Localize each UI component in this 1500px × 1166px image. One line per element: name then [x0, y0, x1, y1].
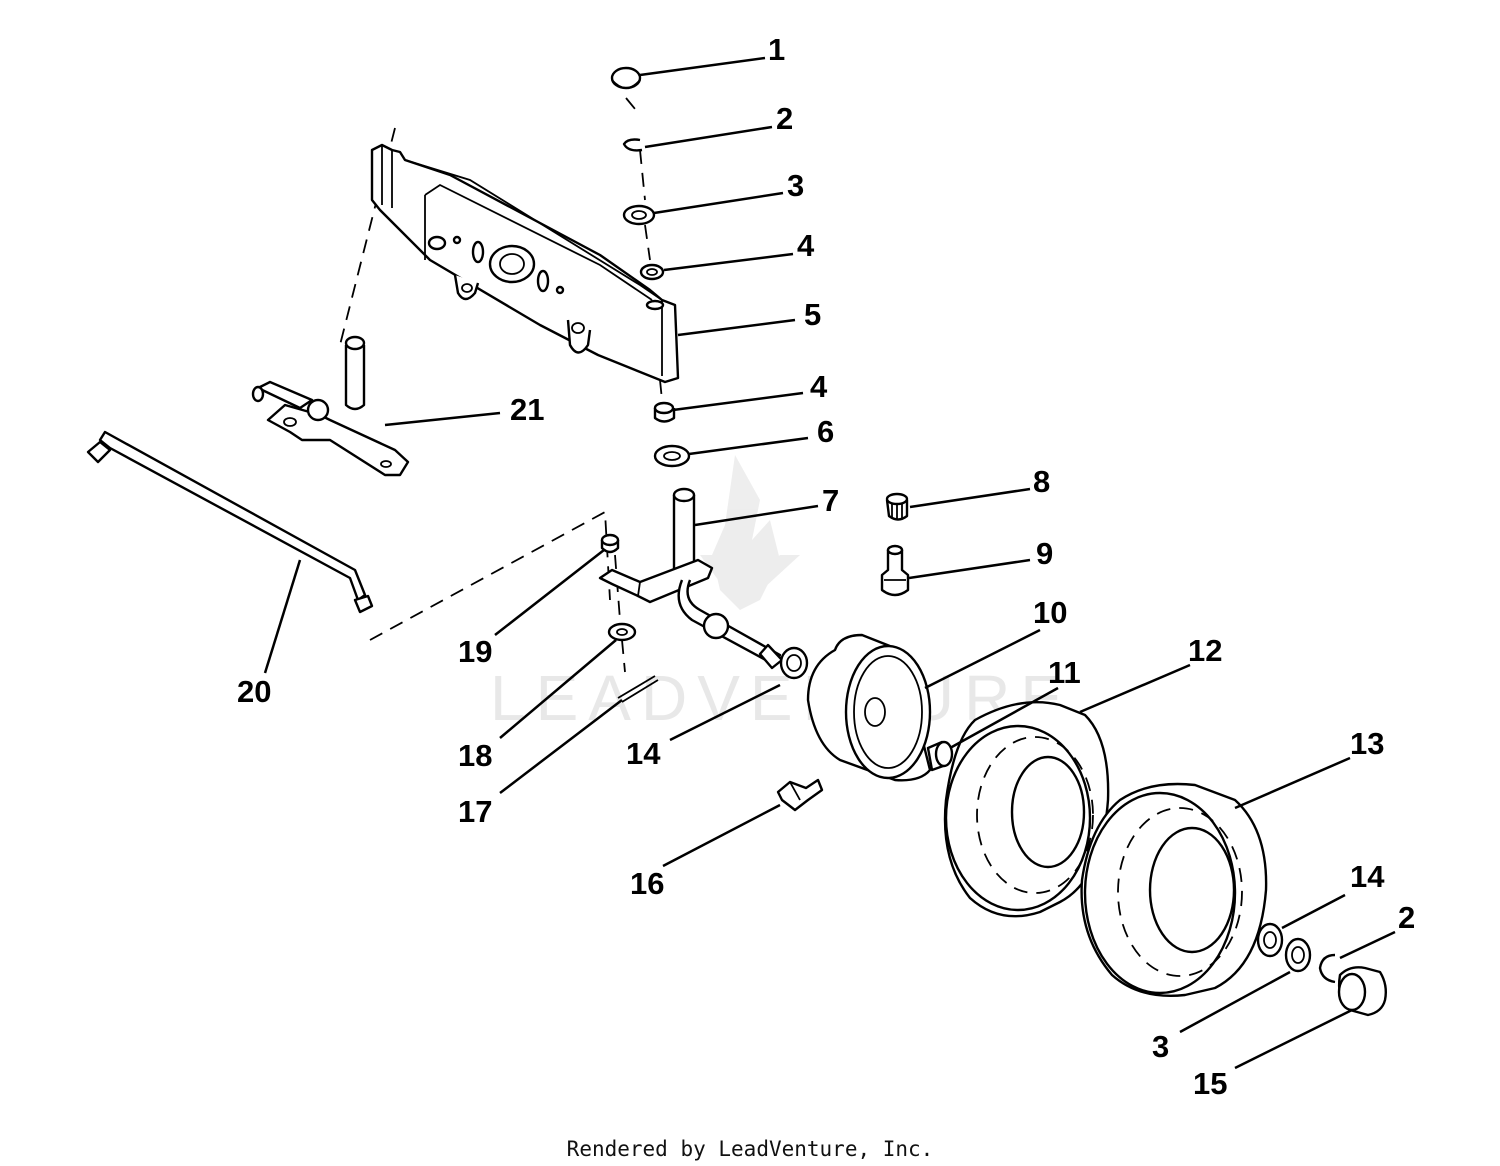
watermark-text: LEADVENTURE: [490, 662, 1073, 734]
callout-11: 11: [1048, 655, 1081, 690]
callout-2-right: 2: [1398, 900, 1415, 935]
part-front-axle-5: [370, 143, 680, 384]
callout-4-bottom: 4: [810, 369, 828, 404]
callout-14-left: 14: [626, 736, 661, 771]
part-nut-19: [600, 533, 620, 554]
callout-2-top: 2: [776, 101, 793, 136]
part-tire-13: [1080, 782, 1268, 997]
callout-1: 1: [768, 32, 785, 67]
callout-12: 12: [1188, 633, 1222, 668]
part-bushing-4-bottom: [653, 401, 676, 423]
callout-16: 16: [630, 866, 664, 901]
callout-17: 17: [458, 794, 492, 829]
part-valve-9: [880, 544, 910, 597]
part-clip-2-top: [622, 138, 643, 152]
part-spindle-7: [598, 487, 784, 670]
part-hub-cap-15: [1337, 966, 1388, 1017]
part-bushing-4-top: [639, 263, 665, 281]
callout-3-top: 3: [787, 168, 804, 203]
callout-18: 18: [458, 738, 492, 773]
callout-6: 6: [817, 414, 834, 449]
callout-labels: 1 2 3 4 5 4 6 7 8 9 10 11 12 13 14 14 2 …: [237, 32, 1415, 1101]
callout-5: 5: [804, 297, 821, 332]
callout-10: 10: [1033, 595, 1067, 630]
part-washer-3-right: [1284, 937, 1312, 973]
callout-3-right: 3: [1152, 1029, 1169, 1064]
part-cap-1: [610, 66, 642, 90]
part-cotter-pin-17: [617, 675, 659, 703]
callout-19: 19: [458, 634, 492, 669]
part-tie-rod-20: [86, 430, 374, 614]
part-spindle-21: [251, 335, 410, 477]
part-bolt-16: [776, 778, 824, 812]
part-tire-12: [943, 700, 1110, 918]
callout-13: 13: [1350, 726, 1384, 761]
footer-credit: Rendered by LeadVenture, Inc.: [567, 1137, 934, 1161]
callout-7: 7: [822, 483, 839, 518]
part-washer-18: [607, 622, 637, 642]
part-wheel-rim-10: [806, 633, 932, 782]
part-washer-6: [653, 444, 691, 468]
callout-8: 8: [1033, 464, 1050, 499]
part-washer-14-right: [1256, 922, 1284, 958]
watermark: LEADVENTURE: [490, 455, 1073, 734]
callout-14-right: 14: [1350, 859, 1385, 894]
part-washer-14-left: [779, 646, 809, 680]
part-valve-cap-8: [885, 492, 909, 521]
part-valve-stem-11: [926, 740, 954, 772]
leader-lines: [263, 56, 1396, 1070]
part-clip-2-right: [1318, 953, 1336, 984]
part-washer-3-top: [622, 204, 656, 226]
callout-4-top: 4: [797, 228, 815, 263]
callout-21: 21: [510, 392, 544, 427]
callout-9: 9: [1036, 536, 1053, 571]
callout-20: 20: [237, 674, 271, 709]
callout-15: 15: [1193, 1066, 1227, 1101]
